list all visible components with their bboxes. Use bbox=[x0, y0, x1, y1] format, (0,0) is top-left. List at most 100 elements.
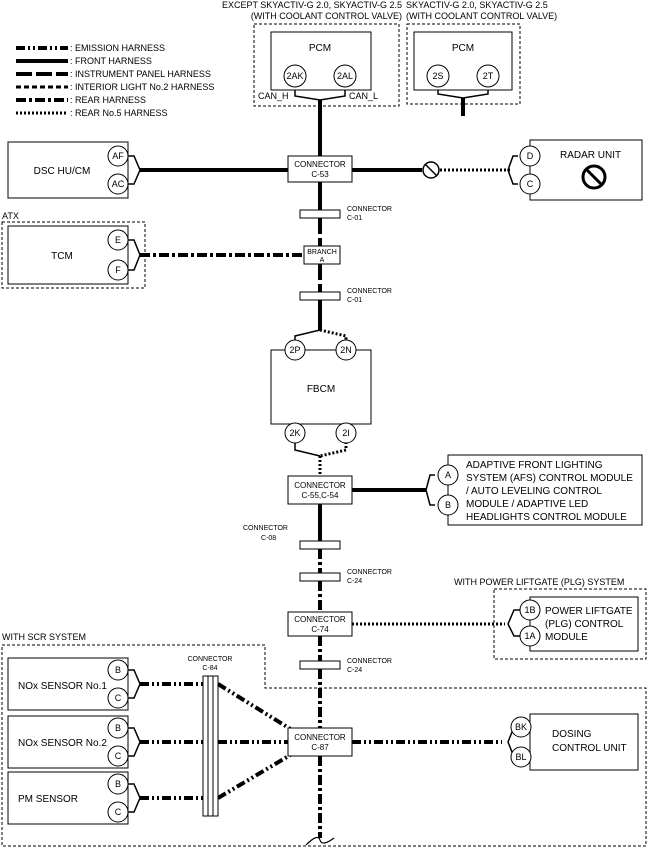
note-pcm-left-line2: (WITH COOLANT CONTROL VALVE) bbox=[251, 11, 402, 21]
plg-module bbox=[529, 596, 639, 652]
wire-fbcm-2k bbox=[294, 442, 321, 457]
dsc-pin-ac-label: AC bbox=[112, 179, 125, 189]
dosing-pin-bk-label: BK bbox=[515, 722, 527, 732]
pcm-left-pin-2al bbox=[333, 64, 357, 88]
afs-pin-a-label: A bbox=[445, 470, 451, 480]
pcm-right-group: PCM 2S 2T bbox=[406, 23, 521, 105]
pcm-right-pin-2t bbox=[476, 64, 500, 88]
connector-c74-label: CONNECTOR bbox=[294, 615, 346, 624]
afs-pin-b-label: B bbox=[445, 500, 451, 510]
pcm-left-label: PCM bbox=[309, 43, 331, 54]
afs-label-line5: HEADLIGHTS CONTROL MODULE bbox=[466, 512, 627, 523]
afs-label-line4: MODULE / ADAPTIVE LED bbox=[466, 499, 588, 510]
radar-pin-c-label: C bbox=[527, 179, 534, 189]
wire-c84-to-c87-a bbox=[216, 682, 294, 732]
connector-c24b-label: CONNECTOR bbox=[347, 658, 392, 665]
legend: : EMISSION HARNESS : FRONT HARNESS : INS… bbox=[16, 43, 214, 118]
pcm-right-pin-2t-label: 2T bbox=[483, 71, 494, 81]
fbcm-pin-2p bbox=[284, 339, 306, 361]
legend-label-rear5: : REAR No.5 HARNESS bbox=[70, 108, 168, 118]
afs-group: ADAPTIVE FRONT LIGHTING SYSTEM (AFS) CON… bbox=[437, 454, 643, 526]
dsc-pin-af bbox=[107, 145, 129, 167]
nox1-group: NOx SENSOR No.1 B C bbox=[7, 657, 129, 711]
branch-a-code: A bbox=[320, 257, 325, 264]
fbcm-pin-2k-label: 2K bbox=[289, 428, 300, 438]
radar-label: RADAR UNIT bbox=[560, 150, 621, 161]
connector-c24a bbox=[299, 572, 341, 582]
plg-pin-1a-label: 1A bbox=[524, 631, 535, 641]
wire-afs-pins bbox=[425, 474, 435, 506]
can-l-label: CAN_L bbox=[349, 91, 378, 101]
nox2-pin-c-label: C bbox=[115, 751, 122, 761]
note-plg: WITH POWER LIFTGATE (PLG) SYSTEM bbox=[454, 577, 624, 587]
connector-c01b bbox=[299, 291, 341, 301]
connector-c08-label: CONNECTOR bbox=[243, 525, 288, 532]
note-pcm-right-line2: (WITH COOLANT CONTROL VALVE) bbox=[406, 11, 557, 21]
dsc-group: DSC HU/CM AF AC bbox=[7, 141, 129, 199]
connector-c84-code: C-84 bbox=[202, 665, 217, 672]
connector-c84-label: CONNECTOR bbox=[188, 656, 233, 663]
connector-c87-label: CONNECTOR bbox=[294, 733, 346, 742]
dosing-pin-bl bbox=[510, 746, 532, 768]
connector-c84: CONNECTOR C-84 bbox=[188, 656, 233, 817]
pm-pin-b bbox=[107, 773, 129, 795]
dosing-pin-bk bbox=[510, 716, 532, 738]
legend-label-emission: : EMISSION HARNESS bbox=[70, 43, 165, 53]
scr-option-frame bbox=[1, 644, 647, 847]
pm-pin-c-label: C bbox=[115, 807, 122, 817]
note-atx: ATX bbox=[2, 211, 19, 221]
nox1-pin-c bbox=[107, 687, 129, 709]
wire-tcm-pins bbox=[128, 239, 141, 271]
can-h-label: CAN_H bbox=[258, 91, 289, 101]
connector-c55-code: C-55,C-54 bbox=[302, 491, 339, 500]
wire-pcm-left-can bbox=[294, 90, 346, 101]
tcm-group: ATX TCM E F bbox=[1, 211, 146, 289]
pcm-right-option-frame bbox=[406, 23, 521, 105]
afs-module bbox=[447, 454, 643, 526]
dsc-pin-af-label: AF bbox=[112, 151, 124, 161]
connector-c74-code: C-74 bbox=[311, 625, 329, 634]
pm-pin-b-label: B bbox=[115, 779, 121, 789]
nox2-pin-c bbox=[107, 745, 129, 767]
pcm-right-pin-2s bbox=[426, 64, 450, 88]
pcm-left-group: PCM 2AK 2AL CAN_H CAN_L bbox=[253, 23, 400, 107]
wire-plg-pins bbox=[507, 609, 520, 637]
break-symbol bbox=[305, 836, 335, 846]
plg-group: WITH POWER LIFTGATE (PLG) SYSTEM POWER L… bbox=[454, 577, 647, 660]
afs-label-line3: / AUTO LEVELING CONTROL bbox=[466, 486, 602, 497]
wire-nox1-pins bbox=[128, 669, 141, 699]
wire-dsc-pins bbox=[128, 155, 141, 185]
fbcm-pin-2n-label: 2N bbox=[340, 345, 352, 355]
plg-label-line2: (PLG) CONTROL bbox=[545, 619, 624, 630]
branch-a bbox=[303, 245, 341, 265]
fbcm-group: FBCM 2P 2N 2K 2I bbox=[270, 339, 372, 444]
fbcm-pin-2i-label: 2I bbox=[342, 428, 350, 438]
pm-group: PM SENSOR B C bbox=[7, 771, 129, 825]
nox1-pin-c-label: C bbox=[115, 693, 122, 703]
tcm-pin-f bbox=[107, 259, 129, 281]
nox2-label: NOx SENSOR No.2 bbox=[18, 738, 107, 749]
connector-c01a-code: C-01 bbox=[347, 215, 362, 222]
connector-c87 bbox=[287, 727, 353, 757]
note-pcm-right-line1: SKYACTIV-G 2.0, SKYACTIV-G 2.5 bbox=[406, 0, 548, 10]
legend-label-rear: : REAR HARNESS bbox=[70, 95, 146, 105]
radar-pin-d-label: D bbox=[527, 151, 534, 161]
connector-c08-code: C-08 bbox=[261, 535, 276, 542]
fbcm-label: FBCM bbox=[307, 384, 335, 395]
pcm-right-label: PCM bbox=[452, 43, 474, 54]
plg-pin-1b bbox=[519, 599, 541, 621]
connector-c24b bbox=[299, 660, 341, 670]
dosing-group: DOSING CONTROL UNIT BK BL bbox=[510, 713, 639, 771]
connector-c53-code: C-53 bbox=[311, 170, 329, 179]
connector-c01a-label: CONNECTOR bbox=[347, 206, 392, 213]
dosing-label-line2: CONTROL UNIT bbox=[552, 743, 627, 754]
tcm-option-frame bbox=[1, 221, 146, 289]
dsc-label: DSC HU/CM bbox=[34, 166, 91, 177]
fbcm-pin-2n bbox=[335, 339, 357, 361]
tcm-label: TCM bbox=[51, 251, 73, 262]
connector-c08 bbox=[299, 540, 341, 550]
tcm-pin-f-label: F bbox=[115, 265, 121, 275]
dosing-label-line1: DOSING bbox=[552, 729, 592, 740]
dsc-pin-ac bbox=[107, 173, 129, 195]
afs-pin-a bbox=[437, 464, 459, 486]
